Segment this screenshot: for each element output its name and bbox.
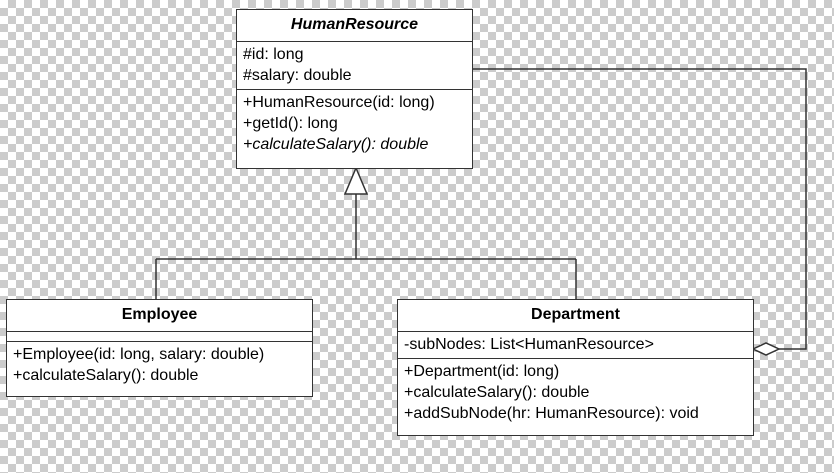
class-human-resource[interactable]: HumanResource #id: long #salary: double … — [236, 9, 473, 169]
class-name: Employee — [7, 300, 312, 332]
class-name: HumanResource — [237, 10, 472, 42]
operations-compartment: +Department(id: long) +calculateSalary()… — [398, 359, 753, 427]
abstract-operation: +calculateSalary(): double — [243, 136, 429, 153]
attribute: -subNodes: List<HumanResource> — [404, 336, 654, 353]
generalization-arrowhead-icon — [343, 166, 369, 195]
aggregation-line — [473, 68, 807, 350]
aggregation-diamond-icon — [751, 342, 781, 356]
attribute: #salary: double — [243, 67, 352, 84]
operation: +calculateSalary(): double — [13, 367, 199, 384]
operation: +addSubNode(hr: HumanResource): void — [404, 405, 699, 422]
attributes-compartment: -subNodes: List<HumanResource> — [398, 332, 753, 359]
operation: +Department(id: long) — [404, 363, 560, 380]
operations-compartment: +HumanResource(id: long) +getId(): long … — [237, 90, 472, 158]
attributes-compartment — [7, 332, 312, 342]
operation: +getId(): long — [243, 115, 338, 132]
attributes-compartment: #id: long #salary: double — [237, 42, 472, 90]
operation: +calculateSalary(): double — [404, 384, 590, 401]
class-department[interactable]: Department -subNodes: List<HumanResource… — [397, 299, 754, 436]
class-name: Department — [398, 300, 753, 332]
class-employee[interactable]: Employee +Employee(id: long, salary: dou… — [6, 299, 313, 397]
operations-compartment: +Employee(id: long, salary: double) +cal… — [7, 342, 312, 389]
attribute: #id: long — [243, 46, 304, 63]
operation: +HumanResource(id: long) — [243, 94, 435, 111]
operation: +Employee(id: long, salary: double) — [13, 346, 265, 363]
